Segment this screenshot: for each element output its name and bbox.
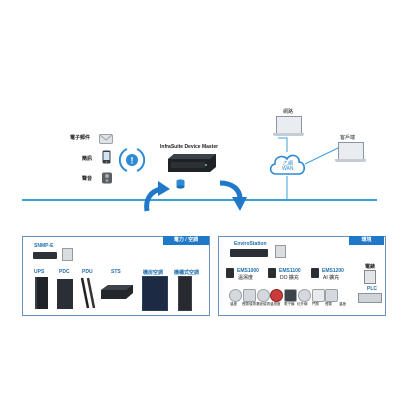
phone-icon bbox=[102, 150, 111, 164]
client-right-label: 客戶端 bbox=[340, 135, 356, 141]
meter-label: 電錶 bbox=[365, 264, 376, 270]
snmp-card bbox=[33, 252, 57, 259]
network-bus-line bbox=[22, 199, 377, 201]
upload-arrow-icon bbox=[141, 177, 171, 213]
envirostation-label: EnviroStation bbox=[234, 241, 267, 247]
sensor-7-label: 門禁 bbox=[312, 302, 319, 306]
database-icon bbox=[176, 176, 185, 189]
snmp-label: SNMP-E bbox=[34, 243, 54, 249]
envirostation-device bbox=[230, 249, 268, 257]
device-label-ups: UPS bbox=[34, 269, 45, 275]
rack-ac-device bbox=[178, 276, 192, 311]
sensor-9-label: 溫度 bbox=[339, 302, 346, 306]
sensor-4-label: 溫濕度 bbox=[270, 302, 281, 306]
sensor-5-icon bbox=[284, 289, 297, 302]
laptop-top-screen bbox=[276, 116, 302, 134]
device-label-crac: 機房空調 bbox=[143, 270, 164, 276]
email-icon bbox=[99, 131, 113, 144]
sensor-3-icon bbox=[257, 289, 270, 302]
email-label: 電子郵件 bbox=[70, 135, 91, 141]
sensor-1-icon bbox=[229, 289, 242, 302]
ems1000-name: EMS1000 bbox=[237, 268, 259, 274]
sensor-2-label: 煙霧偵測 bbox=[242, 302, 256, 306]
sensor-1-label: 溫度 bbox=[230, 302, 237, 306]
env-panel-tag: 環境 bbox=[349, 236, 384, 245]
alert-icon: ! bbox=[118, 146, 146, 174]
device-label-rack-ac: 機櫃式空調 bbox=[174, 270, 200, 276]
device-label-sts: STS bbox=[111, 269, 121, 275]
server-label: InfraSuite Device Master bbox=[160, 144, 219, 150]
ems1100-desc: DO 擴充 bbox=[280, 275, 299, 281]
pdu-device bbox=[80, 276, 96, 310]
sensor-7-icon bbox=[312, 289, 325, 302]
sts-device bbox=[100, 284, 134, 300]
sensor-3-label: 漏液偵測 bbox=[256, 302, 270, 306]
voice-label: 聲音 bbox=[82, 176, 93, 182]
pdc-device bbox=[57, 279, 73, 309]
sensor-4-icon bbox=[270, 289, 283, 302]
download-arrow-icon bbox=[218, 177, 248, 213]
speaker-icon bbox=[101, 171, 113, 184]
ems1200-name: EMS1200 bbox=[322, 268, 344, 274]
plc-label: PLC bbox=[367, 286, 377, 292]
meter-device bbox=[364, 270, 376, 284]
sms-label: 簡訊 bbox=[82, 156, 93, 162]
sensor-2-icon bbox=[243, 289, 256, 302]
server-device bbox=[166, 153, 218, 173]
sensor-8-icon bbox=[325, 289, 338, 302]
ems1100-name: EMS1100 bbox=[279, 268, 301, 274]
power-panel-tag: 電力 / 空調 bbox=[163, 236, 209, 245]
envirostation-box bbox=[275, 245, 286, 258]
svg-text:!: ! bbox=[131, 156, 134, 166]
ems1200-desc: AI 擴充 bbox=[323, 275, 340, 281]
ems1200-device bbox=[311, 268, 319, 278]
crac-device bbox=[142, 276, 168, 311]
plc-device bbox=[358, 293, 382, 303]
cloud-label-line2: WAN bbox=[282, 166, 294, 172]
laptop-top-base bbox=[273, 133, 304, 136]
sensor-6-icon bbox=[298, 289, 311, 302]
laptop-right-base bbox=[335, 159, 366, 162]
client-top-label: 網路 bbox=[283, 109, 294, 115]
ems1100-device bbox=[268, 268, 276, 278]
sensor-8-label: 煙霧 bbox=[325, 302, 332, 306]
device-label-pdu: PDU bbox=[82, 269, 93, 275]
ups-device bbox=[35, 277, 48, 309]
ems1000-device bbox=[226, 268, 234, 278]
device-label-pdc: PDC bbox=[59, 269, 70, 275]
cloud-label-line1: 乙網 bbox=[283, 161, 294, 167]
sensor-5-label: 電子鎖 bbox=[284, 302, 295, 306]
cloud-icon bbox=[268, 152, 306, 176]
laptop-right-screen bbox=[338, 142, 364, 160]
ems1000-desc: 溫濕度 bbox=[238, 275, 254, 281]
sensor-6-label: 紅外線 bbox=[297, 302, 308, 306]
snmp-card-box bbox=[62, 248, 73, 261]
